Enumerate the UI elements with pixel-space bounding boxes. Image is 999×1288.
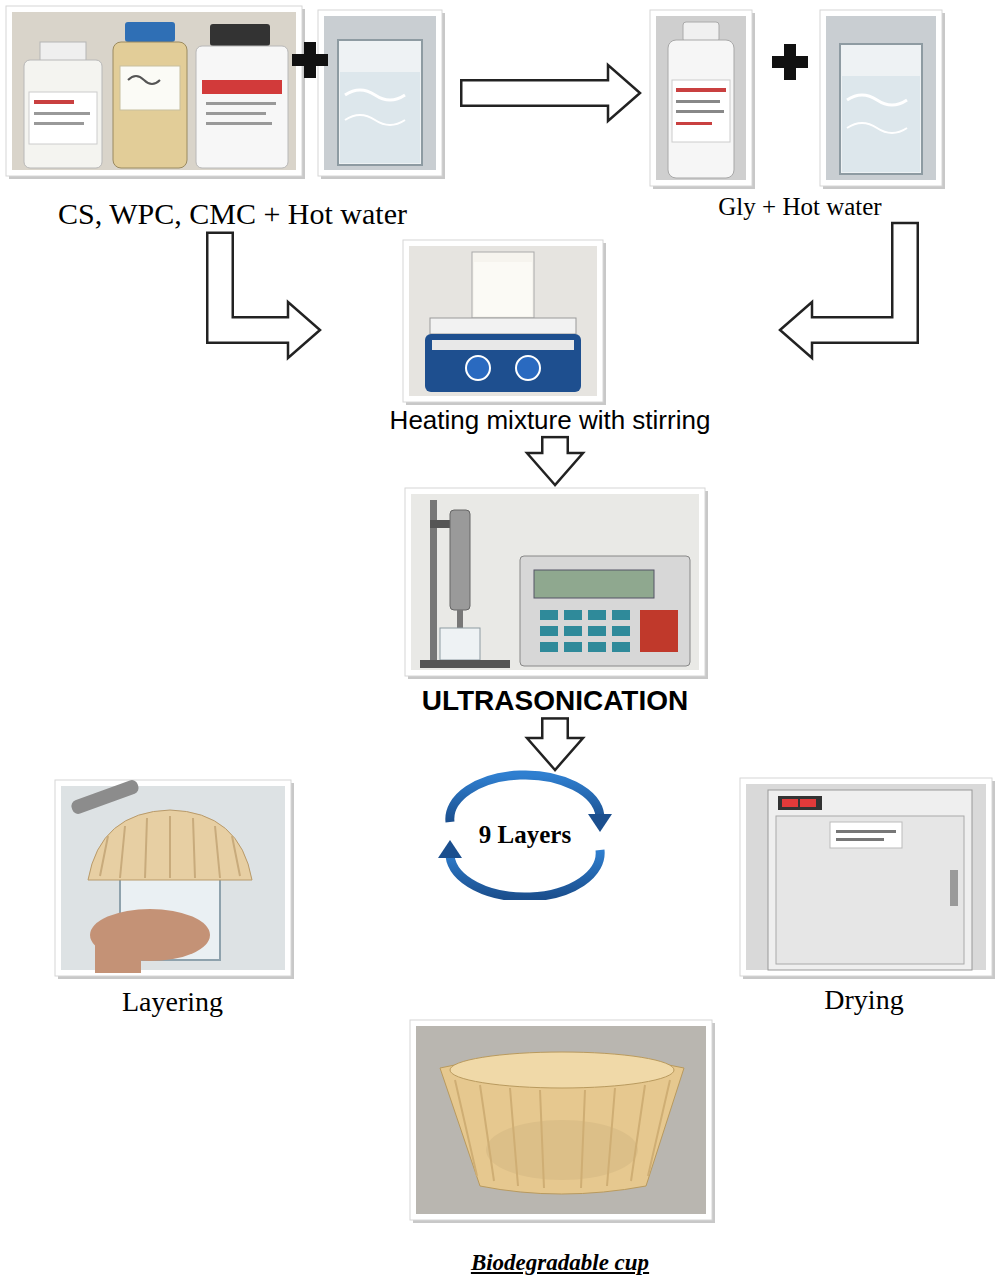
caption-text: ULTRASONICATION [390,685,720,717]
beaker-photo [820,10,945,189]
photo-space [405,1020,715,1250]
caption-text: 9 Layers [479,821,571,850]
caption-text: Biodegradable cup [405,1250,715,1276]
photo-space [320,240,780,406]
flow-arrow [220,232,320,359]
photo-group: CS, WPC, CMC + Hot water [5,5,460,232]
photo-group: Gly + Hot water [640,5,960,222]
photo-space [5,5,460,197]
flow-arrow [460,65,640,121]
cup-photo [410,1020,715,1223]
flow-arrow [780,222,905,358]
cycle-node: 9 Layers [425,770,625,900]
result-node: Biodegradable cup [405,1020,715,1276]
bottles-photo [6,6,305,179]
flow-arrow [527,717,583,770]
plus-sign [772,44,808,80]
photo-space [390,485,720,685]
ultrasonicator-photo [405,488,708,679]
process-step: Drying [735,778,993,1016]
hotplate-photo [403,240,606,405]
photo-space [640,5,960,193]
plus-sign [292,42,328,78]
photo-space [735,778,993,984]
process-step: Layering [50,780,295,1018]
caption-text: Heating mixture with stirring [320,406,780,436]
layering-photo [55,778,294,979]
caption-text: Drying [735,984,993,1016]
caption-text: Gly + Hot water [640,193,960,222]
glycerol-photo [650,10,755,189]
flow-arrow [527,436,583,485]
photo-space [50,780,295,986]
oven-photo [740,778,995,979]
process-step: ULTRASONICATION [390,485,720,717]
caption-text: Layering [50,986,295,1018]
caption-text: CS, WPC, CMC + Hot water [5,197,460,232]
beaker-photo [318,10,445,179]
process-step: Heating mixture with stirring [320,240,780,436]
